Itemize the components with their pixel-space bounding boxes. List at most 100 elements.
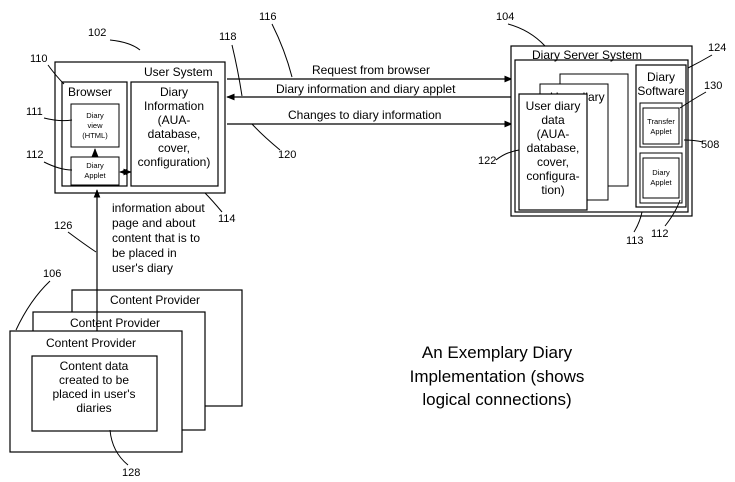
content-info-line2: page and about (112, 216, 196, 230)
user-diary-data-line5: cover, (537, 155, 569, 169)
user-diary-data-line6: configura- (526, 169, 579, 183)
transfer-applet-line2: Applet (650, 127, 672, 136)
leader-114 (204, 192, 223, 213)
ref-120: 120 (278, 149, 296, 161)
user-diary-data-line2: data (541, 113, 565, 127)
content-providers: Content Provider Content Provider Conten… (9, 289, 243, 453)
ref-124: 124 (708, 42, 726, 54)
diary-software: Diary Software Transfer Applet Diary App… (635, 64, 687, 208)
ref-128: 128 (122, 467, 140, 479)
leader-112-user (43, 161, 73, 171)
leader-113 (633, 211, 643, 233)
diary-software-line2: Software (637, 84, 685, 98)
diary-view-box (70, 103, 120, 148)
ref-130: 130 (704, 80, 722, 92)
leader-102 (109, 39, 141, 51)
browser: Browser Diary view (HTML) Diary Applet (61, 81, 128, 187)
content-info-text: information about page and about content… (112, 201, 205, 275)
content-provider-back-label: Content Provider (110, 293, 200, 307)
user-diary-data-line3: (AUA- (537, 127, 570, 141)
user-diary-data-line4: database, (527, 141, 580, 155)
content-data-line1: Content data (60, 359, 129, 373)
transfer-applet-box (642, 107, 680, 145)
changes-label: Changes to diary information (288, 108, 441, 122)
ref-110: 110 (30, 53, 48, 65)
diary-view-line3: (HTML) (82, 131, 108, 140)
ref-104: 104 (496, 11, 514, 23)
ref-114: 114 (218, 213, 236, 225)
leader-128 (109, 429, 129, 466)
browser-label: Browser (68, 85, 112, 99)
diary-info-line2: Information (144, 99, 204, 113)
content-provider-middle-label: Content Provider (70, 316, 160, 330)
leader-122 (495, 149, 520, 161)
user-diary-applet-line1: Diary (86, 161, 104, 170)
diary-info-line4: database, (148, 127, 201, 141)
user-diary-data-box (518, 93, 588, 211)
content-info-line5: user's diary (112, 261, 173, 275)
caption-line2: Implementation (shows (410, 367, 585, 386)
ref-106: 106 (43, 268, 61, 280)
leader-120 (251, 123, 281, 151)
diary-view-line1: Diary (86, 111, 104, 120)
server-title: Diary Server System (532, 48, 642, 62)
ref-112-user: 112 (26, 149, 44, 161)
ref-116: 116 (259, 11, 277, 23)
reference-numerals: 102 110 111 112 116 118 120 114 126 106 … (15, 11, 726, 479)
user-system-title: User System (144, 65, 213, 79)
leader-126 (67, 231, 97, 253)
content-data-line4: diaries (76, 401, 111, 415)
server-diary-applet-line2: Applet (650, 178, 672, 187)
ref-111: 111 (26, 106, 43, 118)
leader-110 (47, 64, 65, 85)
user-system: User System Browser Diary view (HTML) Di… (54, 61, 226, 194)
caption-line1: An Exemplary Diary (422, 343, 573, 362)
content-info-line3: content that is to (112, 231, 200, 245)
diary-server-system: Diary Server System User diary User diar… (510, 45, 693, 217)
diary-software-line1: Diary (647, 70, 675, 84)
leader-106 (15, 280, 51, 331)
ref-508: 508 (701, 139, 719, 151)
ref-113: 113 (626, 235, 644, 247)
diary-view-line2: view (87, 121, 103, 130)
user-diary-applet-line2: Applet (84, 171, 106, 180)
content-data-box (31, 355, 158, 432)
diary-info-line1: Diary (160, 85, 188, 99)
diary-info-line5: cover, (158, 141, 190, 155)
ref-122: 122 (478, 155, 496, 167)
diary-info-applet-label: Diary information and diary applet (276, 82, 456, 96)
server-diary-applet-line1: Diary (652, 168, 670, 177)
leader-118 (231, 44, 243, 97)
user-diary-data-line1: User diary (526, 99, 581, 113)
diary-info-line3: (AUA- (158, 113, 191, 127)
ref-126: 126 (54, 220, 72, 232)
diary-info-line6: configuration) (138, 155, 211, 169)
diary-information: Diary Information (AUA- database, cover,… (130, 81, 219, 187)
leader-124 (687, 54, 713, 69)
leader-111 (43, 117, 73, 122)
leader-112-server (664, 199, 681, 227)
leader-508 (683, 139, 704, 143)
leader-116 (271, 23, 293, 78)
leader-130 (679, 91, 707, 109)
content-info-line4: be placed in (112, 246, 177, 260)
content-provider-front-label: Content Provider (46, 336, 136, 350)
user-diary-data-line7: tion) (541, 183, 564, 197)
connection-arrows: Request from browser Diary information a… (226, 63, 513, 128)
request-label: Request from browser (312, 63, 430, 77)
content-data-line2: created to be (59, 373, 129, 387)
ref-118: 118 (219, 31, 237, 43)
ref-102: 102 (88, 27, 106, 39)
leader-104 (507, 23, 546, 47)
content-info-line1: information about (112, 201, 205, 215)
content-data-line3: placed in user's (52, 387, 135, 401)
caption-line3: logical connections) (422, 390, 571, 409)
user-diary-applet-box (70, 156, 120, 186)
ref-112-server: 112 (651, 228, 669, 240)
transfer-applet-line1: Transfer (647, 117, 675, 126)
user-diary-data: User diary data (AUA- database, cover, c… (518, 93, 588, 211)
server-diary-applet-box (642, 157, 680, 199)
diagram-caption: An Exemplary Diary Implementation (shows… (410, 343, 585, 409)
diary-information-box (130, 81, 219, 187)
